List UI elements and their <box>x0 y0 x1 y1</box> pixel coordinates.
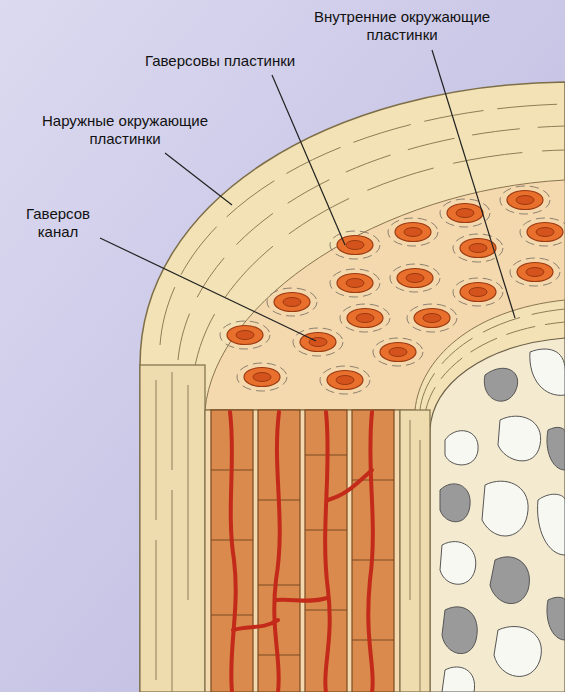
cavity <box>490 557 529 604</box>
vessel-branch <box>276 598 327 601</box>
vessel <box>230 412 236 692</box>
cavity <box>494 627 541 677</box>
cavity <box>498 416 541 461</box>
cavity <box>538 494 565 555</box>
haversian-face <box>205 410 400 692</box>
blood-vessels <box>230 412 373 692</box>
lamella-line <box>188 385 189 600</box>
leader-lines <box>100 50 515 341</box>
osteon-column <box>211 410 253 692</box>
haversian-zone <box>205 180 565 410</box>
cavity <box>547 427 565 470</box>
leader-line <box>272 75 345 245</box>
lamella-line <box>172 490 173 692</box>
osteon <box>453 278 503 306</box>
cavity <box>440 542 476 585</box>
osteon <box>500 186 550 214</box>
leader-line <box>165 153 232 205</box>
osteon <box>237 363 287 391</box>
vessel <box>274 412 279 692</box>
vessel <box>325 412 330 692</box>
spongy-bone <box>430 338 565 692</box>
osteon <box>390 264 440 292</box>
cavity <box>440 484 470 522</box>
osteon-column <box>305 410 347 692</box>
osteon <box>220 321 270 349</box>
vessel-branch <box>233 620 278 630</box>
cavity <box>442 607 477 654</box>
osteon-column <box>258 410 300 692</box>
cavity <box>484 368 517 401</box>
leader-line <box>432 50 515 318</box>
joint <box>211 614 253 615</box>
osteon <box>340 304 390 332</box>
osteon <box>407 304 457 332</box>
osteon <box>453 234 503 262</box>
osteon <box>388 218 438 246</box>
joint <box>352 639 394 640</box>
osteon <box>520 218 565 246</box>
leader-line <box>100 238 316 341</box>
lamella-line <box>156 540 157 680</box>
part-label: Наружные окружающие пластинки <box>25 112 225 148</box>
outer-lamellae-lines <box>156 372 188 692</box>
osteon <box>330 231 380 259</box>
vessel <box>368 412 373 692</box>
osteon <box>320 366 370 394</box>
joint <box>258 584 300 585</box>
lamella-line <box>156 380 157 520</box>
cavity <box>445 431 478 465</box>
outer-lamellae-face <box>140 365 205 692</box>
osteon <box>330 269 380 297</box>
osteon <box>267 288 317 316</box>
osteon <box>293 328 343 356</box>
cavity <box>530 349 565 395</box>
osteon-columns <box>211 410 394 692</box>
part-label: Внутренние окружающие пластинки <box>297 8 507 44</box>
spongy-cavities <box>440 349 565 692</box>
bone-outer <box>140 82 565 692</box>
part-label: Гаверсов канал <box>13 205 103 241</box>
lamella-line <box>420 440 421 692</box>
cavity <box>482 481 528 536</box>
lamella-line <box>172 372 173 470</box>
inner-lamellae-face <box>400 410 430 692</box>
lamella-line <box>410 420 411 600</box>
cavity <box>547 597 565 640</box>
osteon-column <box>352 410 394 692</box>
osteon <box>373 338 423 366</box>
osteon <box>510 258 560 286</box>
inner-lamellae-lines <box>410 420 420 692</box>
vessel-branch <box>328 470 372 500</box>
joint <box>305 609 347 610</box>
part-label: Гаверсовы пластинки <box>100 52 340 70</box>
cavity <box>442 667 475 692</box>
